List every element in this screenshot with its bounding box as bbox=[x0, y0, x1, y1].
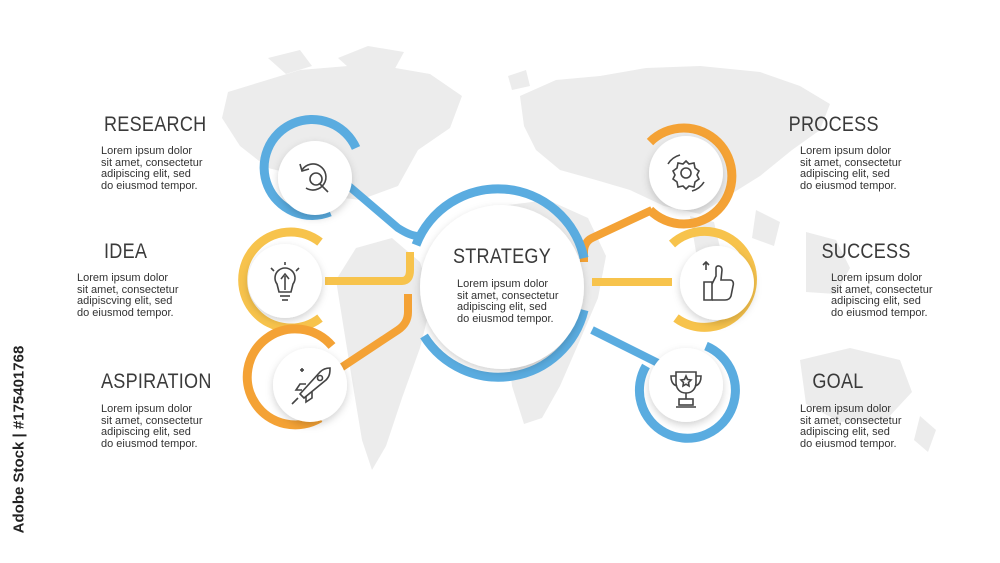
center-circle bbox=[420, 205, 584, 369]
idea-description: Lorem ipsum dolor sit amet, consectetur … bbox=[77, 272, 179, 319]
magnifier-refresh-icon bbox=[299, 163, 329, 193]
gear-icon bbox=[667, 154, 705, 192]
center-node bbox=[411, 184, 589, 382]
process-description: Lorem ipsum dolor sit amet, consectetur … bbox=[800, 145, 902, 192]
center-ring-top bbox=[411, 184, 589, 259]
node-process bbox=[646, 123, 737, 229]
thumbs-up-icon bbox=[702, 260, 735, 301]
rocket-icon bbox=[291, 367, 331, 405]
node-idea bbox=[238, 227, 323, 333]
idea-title: IDEA bbox=[104, 240, 148, 263]
node-aspiration bbox=[242, 324, 347, 430]
stock-id-label: Adobe Stock | #175401768 bbox=[10, 345, 28, 534]
node-research bbox=[259, 115, 361, 220]
research-title: RESEARCH bbox=[104, 113, 207, 136]
center-title: STRATEGY bbox=[452, 245, 552, 268]
connector-lines bbox=[325, 166, 672, 379]
success-title: SUCCESS bbox=[821, 240, 911, 263]
connector-goal bbox=[590, 326, 664, 369]
trophy-icon bbox=[670, 371, 702, 408]
lightbulb-icon bbox=[270, 262, 300, 301]
node-success bbox=[668, 226, 757, 332]
aspiration-title: ASPIRATION bbox=[101, 370, 212, 393]
connector-idea bbox=[325, 252, 414, 285]
aspiration-description: Lorem ipsum dolor sit amet, consectetur … bbox=[101, 403, 203, 450]
center-description: Lorem ipsum dolor sit amet, consectetur … bbox=[457, 278, 559, 325]
process-title: PROCESS bbox=[788, 113, 879, 136]
node-goal bbox=[634, 341, 740, 443]
center-ring-bottom bbox=[420, 308, 589, 382]
goal-title: GOAL bbox=[812, 370, 864, 393]
success-description: Lorem ipsum dolor sit amet, consectetur … bbox=[831, 272, 933, 319]
research-description: Lorem ipsum dolor sit amet, consectetur … bbox=[101, 145, 203, 192]
goal-description: Lorem ipsum dolor sit amet, consectetur … bbox=[800, 403, 902, 450]
connector-aspiration bbox=[327, 294, 412, 379]
